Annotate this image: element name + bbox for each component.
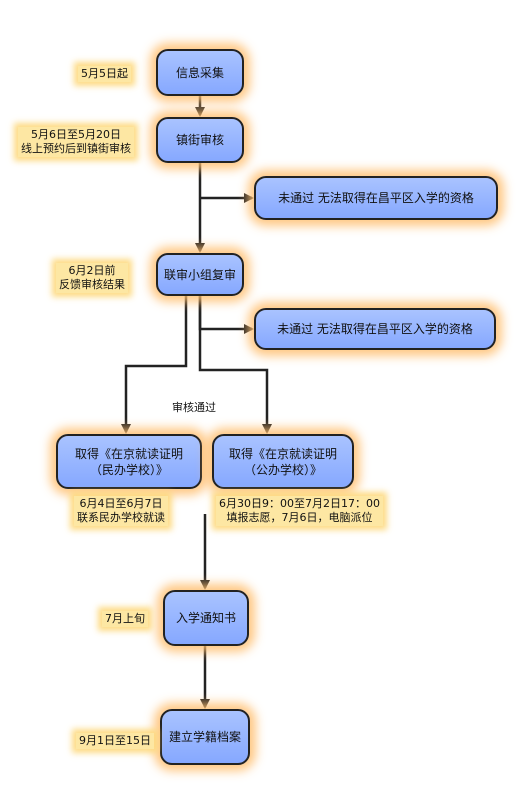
- step-town-review: 镇街审核: [156, 117, 244, 163]
- note-archive-date: 9月1日至15日: [76, 733, 154, 749]
- pass-label: 审核通过: [172, 401, 216, 415]
- arrow-joint-to-private: [121, 296, 188, 434]
- step-cert-public-line-2: （公办学校）》: [243, 462, 322, 477]
- note-town-review-date-line-2: 线上预约后到镇街审核: [21, 142, 131, 155]
- step-cert-public: 取得《在京就读证明 （公办学校）》: [212, 434, 354, 489]
- note-collect-date: 5月5日起: [78, 66, 131, 82]
- step-town-review-label: 镇街审核: [175, 133, 224, 147]
- pass-label-text: 审核通过: [172, 401, 216, 414]
- note-public-date: 6月30日9：00至7月2日17：00 填报志愿，7月6日，电脑派位: [216, 496, 383, 526]
- step-archive-label: 建立学籍档案: [168, 730, 241, 744]
- step-archive: 建立学籍档案: [160, 709, 250, 765]
- step-collect-label: 信息采集: [175, 65, 224, 80]
- note-private-date: 6月4日至6月7日 联系民办学校就读: [74, 496, 168, 526]
- step-cert-private-line-2: （民办学校）》: [89, 462, 168, 477]
- step-joint-review-label: 联审小组复审: [163, 267, 236, 282]
- step-notice-label: 入学通知书: [175, 611, 236, 625]
- step-cert-private: 取得《在京就读证明 （民办学校）》: [56, 434, 202, 489]
- step-cert-private-line-1: 取得《在京就读证明: [74, 446, 183, 461]
- note-public-date-line-1: 6月30日9：00至7月2日17：00: [219, 497, 380, 510]
- step-collect: 信息采集: [156, 49, 244, 96]
- step-cert-public-line-1: 取得《在京就读证明: [228, 446, 337, 461]
- step-fail-1-label: 未通过 无法取得在昌平区入学的资格: [278, 191, 474, 205]
- note-town-review-date-line-1: 5月6日至5月20日: [31, 128, 121, 141]
- note-archive-date-text: 9月1日至15日: [79, 734, 151, 747]
- note-joint-review-date-line-2: 反馈审核结果: [59, 278, 125, 291]
- arrow-joint-to-fail2: [198, 296, 254, 334]
- note-private-date-line-1: 6月4日至6月7日: [79, 497, 163, 510]
- note-collect-date-text: 5月5日起: [81, 67, 128, 80]
- step-fail-1: 未通过 无法取得在昌平区入学的资格: [254, 176, 498, 220]
- note-private-date-line-2: 联系民办学校就读: [77, 511, 165, 524]
- arrow-joint-to-public: [198, 296, 272, 434]
- step-fail-2-label: 未通过 无法取得在昌平区入学的资格: [277, 322, 473, 336]
- note-public-date-line-2: 填报志愿，7月6日，电脑派位: [226, 511, 373, 524]
- note-notice-date-text: 7月上旬: [105, 612, 145, 625]
- note-joint-review-date-line-1: 6月2日前: [68, 264, 116, 277]
- step-fail-2: 未通过 无法取得在昌平区入学的资格: [254, 308, 496, 350]
- step-notice: 入学通知书: [163, 590, 249, 646]
- note-town-review-date: 5月6日至5月20日 线上预约后到镇街审核: [18, 127, 134, 157]
- note-notice-date: 7月上旬: [102, 611, 148, 627]
- step-joint-review: 联审小组复审: [156, 253, 244, 296]
- note-joint-review-date: 6月2日前 反馈审核结果: [56, 263, 128, 293]
